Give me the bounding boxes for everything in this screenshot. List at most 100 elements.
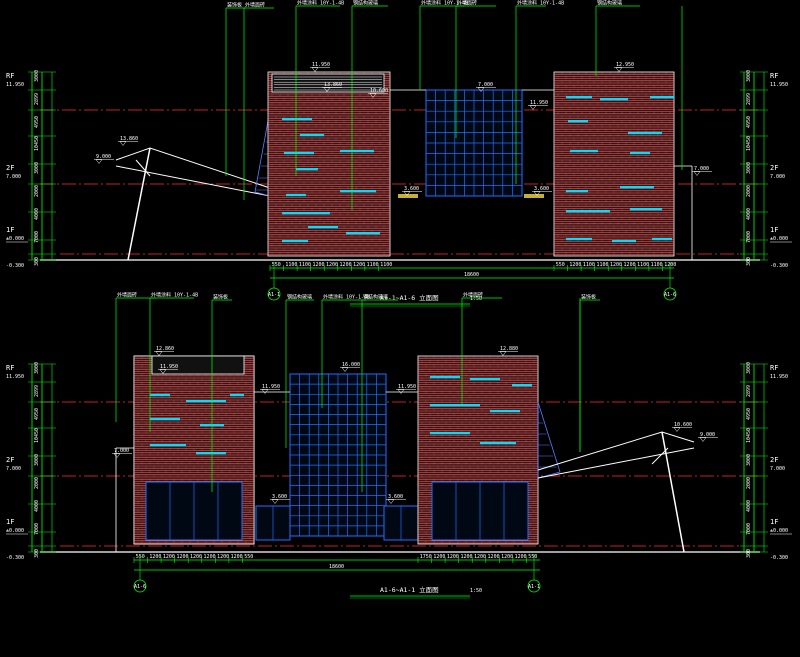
window-band bbox=[340, 150, 374, 153]
level-elev-rf: 11.950 bbox=[770, 374, 788, 380]
spot-triangle bbox=[261, 389, 269, 394]
level-label-rf: RF bbox=[770, 72, 778, 80]
level-elev-rf: 11.950 bbox=[770, 82, 788, 88]
bottom-dim-text: 550 bbox=[244, 554, 253, 560]
dim-text: 4950 bbox=[34, 408, 40, 420]
grid-bubble bbox=[663, 287, 677, 301]
window-band bbox=[150, 418, 180, 421]
window-band bbox=[430, 404, 480, 407]
window-band bbox=[600, 98, 628, 101]
window-band bbox=[430, 432, 470, 435]
bottom-dim-text: 1100 bbox=[583, 262, 595, 268]
spot-triangle bbox=[159, 369, 167, 374]
canopy-top bbox=[115, 147, 271, 189]
callout-text: 外墙涂料 10Y-1-4B bbox=[421, 0, 468, 7]
dim-text: 7000 bbox=[746, 523, 752, 535]
dim-text: 3000 bbox=[746, 362, 752, 374]
dim-text: 300 bbox=[34, 257, 40, 266]
spot-triangle bbox=[477, 87, 485, 92]
overall-dim-text: 18600 bbox=[464, 272, 479, 278]
bottom-dim-text: 1200 bbox=[176, 554, 188, 560]
dim-text: 300 bbox=[746, 257, 752, 266]
window-band bbox=[570, 150, 598, 153]
spot-triangle bbox=[119, 141, 127, 146]
window-band bbox=[186, 400, 226, 403]
canopy-bottom bbox=[115, 165, 271, 197]
window-band bbox=[282, 118, 312, 121]
window-band bbox=[512, 384, 532, 387]
level-elev-1f: ±0.000 bbox=[770, 528, 788, 534]
spot-triangle bbox=[529, 105, 537, 110]
window-band bbox=[282, 212, 330, 215]
dim-text: 300 bbox=[34, 549, 40, 558]
window-band bbox=[340, 190, 376, 193]
callout-text: 外墙面砖 bbox=[117, 292, 137, 299]
window-band bbox=[620, 186, 654, 189]
dim-text: 3000 bbox=[34, 454, 40, 466]
bottom-dim-text: 1200 bbox=[488, 554, 500, 560]
callout-text: 钢结构玻璃 bbox=[287, 294, 312, 301]
spot-elevation-text: 3.600 bbox=[388, 494, 403, 500]
window-band bbox=[470, 378, 500, 381]
dim-text: 4950 bbox=[746, 116, 752, 128]
bottom-dim-text: 1200 bbox=[447, 554, 459, 560]
window-band bbox=[284, 152, 314, 155]
spot-elevation-text: 11.950 bbox=[160, 364, 178, 370]
canopy-top bbox=[537, 431, 695, 471]
callout-text: 装饰板 bbox=[227, 2, 242, 9]
building-masses bbox=[115, 355, 695, 553]
level-label-1f: 1F bbox=[6, 518, 14, 526]
window-bands-right bbox=[430, 376, 532, 445]
elevation-1: 300028994950104503000200040007000300RF11… bbox=[6, 0, 792, 307]
spot-triangle bbox=[699, 437, 707, 442]
storefront-right bbox=[431, 481, 529, 541]
dim-text: 3000 bbox=[34, 362, 40, 374]
dim-text: 10450 bbox=[34, 428, 40, 443]
bottom-dim-text: 1100 bbox=[299, 262, 311, 268]
spot-elevation-text: 13.860 bbox=[120, 136, 138, 142]
spot-elevation-text: 11.950 bbox=[312, 62, 330, 68]
callout-text: 装饰板 bbox=[213, 294, 228, 301]
grid-bubble bbox=[527, 579, 541, 593]
bottom-dim-text: 1200 bbox=[624, 262, 636, 268]
level-elev-ground: -0.300 bbox=[6, 555, 24, 561]
bottom-dim-text: 1200 bbox=[326, 262, 338, 268]
spot-triangle bbox=[499, 351, 507, 356]
dim-text: 2000 bbox=[746, 477, 752, 489]
spot-triangle bbox=[155, 351, 163, 356]
dim-text: 4000 bbox=[746, 208, 752, 220]
curtain-wall-center bbox=[289, 373, 387, 537]
curtain-wall-center bbox=[425, 89, 523, 197]
bottom-dim-text: 1200 bbox=[231, 554, 243, 560]
spot-triangle bbox=[271, 499, 279, 504]
spot-elevations: 12.86011.95011.95016.00011.95012.88010.6… bbox=[112, 346, 718, 504]
dim-text: 3000 bbox=[34, 70, 40, 82]
bottom-dim-text: 1200 bbox=[353, 262, 365, 268]
elevation-2: 300028994950104503000200040007000300RF11… bbox=[6, 292, 792, 599]
entry-door-left bbox=[255, 505, 291, 541]
window-bands-left bbox=[282, 118, 380, 243]
canopy-brace bbox=[135, 159, 151, 177]
bottom-dim-text: 1100 bbox=[285, 262, 297, 268]
callout-text: 外墙涂料 10Y-1-4B bbox=[517, 0, 564, 7]
level-label-rf: RF bbox=[770, 364, 778, 372]
spot-triangle bbox=[693, 171, 701, 176]
curtain-mullions bbox=[290, 374, 386, 536]
window-bands-right bbox=[566, 96, 674, 243]
level-elev-ground: -0.300 bbox=[770, 555, 788, 561]
window-band bbox=[630, 208, 662, 211]
callout-text: 装饰板 bbox=[581, 294, 596, 301]
spot-elevation-text: 11.950 bbox=[530, 100, 548, 106]
spot-elevation-text: 3.600 bbox=[404, 186, 419, 192]
window-band bbox=[566, 238, 592, 241]
dim-text: 4000 bbox=[34, 208, 40, 220]
canopy-bottom bbox=[537, 447, 695, 479]
spot-elevation-text: 9.000 bbox=[700, 432, 715, 438]
dim-text: 3000 bbox=[746, 162, 752, 174]
bottom-dim-text: 1200 bbox=[460, 554, 472, 560]
grid-bubble bbox=[267, 287, 281, 301]
spot-elevation-text: 10.600 bbox=[674, 422, 692, 428]
window-band bbox=[650, 96, 674, 99]
building-masses bbox=[115, 71, 693, 261]
